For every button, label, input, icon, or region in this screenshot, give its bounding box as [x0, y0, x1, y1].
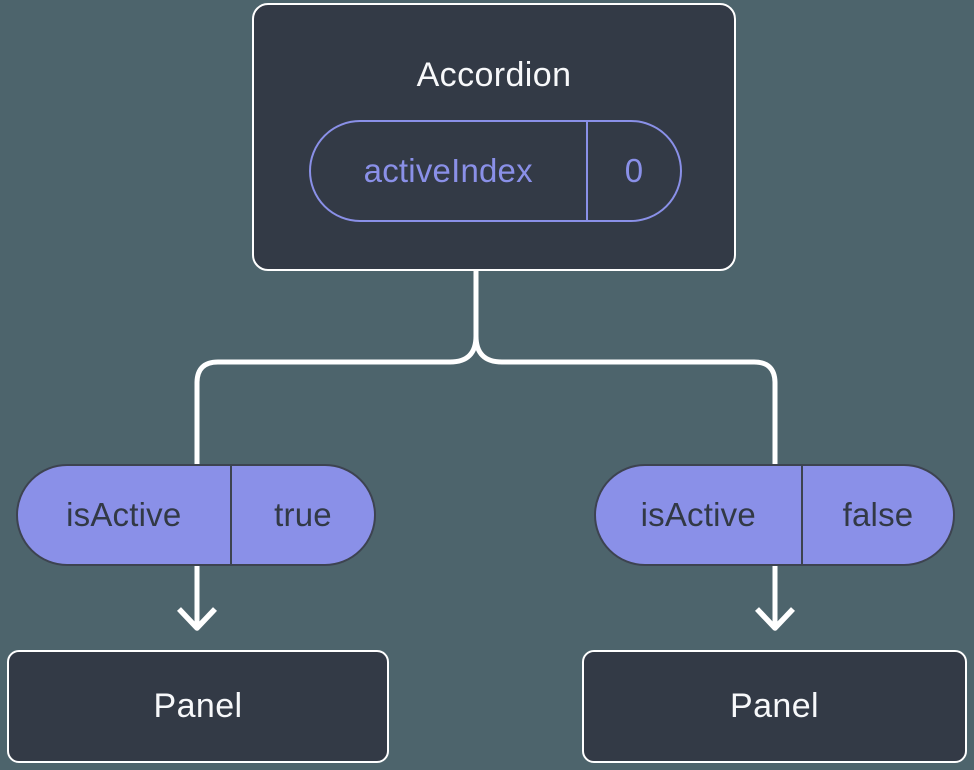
is-active-pill-right: isActive false	[594, 464, 955, 566]
connector-branch-left	[194, 266, 479, 467]
is-active-pill-left-value: true	[274, 496, 332, 533]
down-arrow-right-icon	[755, 560, 795, 631]
panel-left-title: Panel	[153, 687, 243, 725]
active-index-pill-label: activeIndex	[363, 152, 533, 189]
is-active-pill-right-value: false	[842, 496, 914, 533]
is-active-pill-right-label: isActive	[640, 496, 756, 533]
active-index-pill: activeIndex 0	[309, 120, 682, 222]
is-active-pill-left-label: isActive	[66, 496, 182, 533]
down-arrow-left-icon	[177, 560, 217, 631]
accordion-node: Accordion activeIndex 0	[252, 3, 736, 271]
accordion-title: Accordion	[416, 56, 572, 94]
is-active-pill-left: isActive true	[16, 464, 376, 566]
connector-branch-right	[473, 335, 778, 467]
panel-node-left: Panel	[7, 650, 389, 763]
pill-divider	[800, 466, 803, 564]
pill-divider	[229, 466, 232, 564]
panel-right-title: Panel	[730, 687, 819, 725]
pill-divider	[585, 122, 588, 220]
panel-node-right: Panel	[582, 650, 967, 763]
active-index-pill-value: 0	[624, 152, 644, 189]
